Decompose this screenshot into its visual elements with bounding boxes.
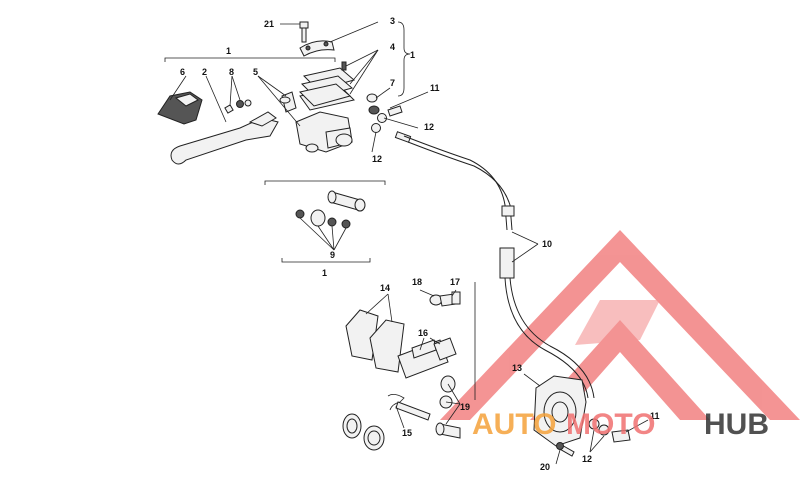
bleed-nipple bbox=[366, 93, 380, 115]
bolt-washer-set bbox=[224, 99, 252, 114]
brake-hose-upper-a bbox=[403, 135, 508, 231]
label-1-right: 1 bbox=[410, 50, 415, 60]
label-12-below: 12 bbox=[372, 154, 382, 164]
label-1-top: 1 bbox=[226, 46, 231, 56]
label-10: 10 bbox=[542, 239, 552, 249]
label-5: 5 bbox=[253, 67, 258, 77]
caliper-pin-and-clip bbox=[387, 394, 431, 421]
label-21: 21 bbox=[264, 19, 274, 29]
label-12-right: 12 bbox=[424, 122, 434, 132]
bleeder-screw-caliper bbox=[429, 291, 461, 307]
label-19: 19 bbox=[460, 402, 470, 412]
group-bracket-bottom bbox=[281, 258, 371, 263]
brake-caliper bbox=[533, 375, 587, 447]
reservoir-cover-stack bbox=[299, 67, 356, 107]
cover-screw bbox=[341, 61, 347, 71]
label-18: 18 bbox=[412, 277, 422, 287]
watermark-hub: HUB bbox=[704, 408, 769, 441]
label-16: 16 bbox=[418, 328, 428, 338]
hose-sleeve bbox=[499, 247, 515, 279]
label-7: 7 bbox=[390, 78, 395, 88]
brake-hose-lower-b bbox=[509, 277, 595, 399]
clamp-bolt bbox=[299, 21, 309, 43]
watermark-logo bbox=[440, 230, 800, 420]
watermark-moto: MOTO bbox=[566, 408, 655, 441]
leader-lines bbox=[169, 21, 649, 465]
slider-pins bbox=[435, 375, 461, 439]
label-11-bottom: 11 bbox=[650, 411, 660, 421]
watermark-text: AUTO MOTO HUB bbox=[472, 408, 769, 441]
label-9: 9 bbox=[330, 250, 335, 260]
label-11-top: 11 bbox=[430, 83, 440, 93]
pad-spring bbox=[397, 339, 449, 379]
piston-kit bbox=[295, 190, 366, 229]
group-bracket-middle bbox=[264, 180, 386, 185]
brace-right bbox=[397, 21, 411, 97]
label-12-bottom: 12 bbox=[582, 454, 592, 464]
label-15: 15 bbox=[402, 428, 412, 438]
pivot-pin bbox=[279, 91, 297, 113]
label-1-bottom: 1 bbox=[322, 268, 327, 278]
label-14: 14 bbox=[380, 283, 390, 293]
label-8: 8 bbox=[229, 67, 234, 77]
mounting-bolt bbox=[556, 442, 575, 457]
lever-cover bbox=[157, 91, 203, 125]
hose-fittings-bottom bbox=[588, 418, 631, 443]
caliper-pistons bbox=[342, 413, 385, 451]
group-bracket-top bbox=[164, 57, 336, 62]
brake-pads bbox=[345, 309, 405, 373]
label-3: 3 bbox=[390, 16, 395, 26]
brake-hose-upper-b bbox=[407, 141, 513, 231]
callout-labels: 21 3 4 1 1 6 2 8 5 7 11 12 12 10 9 1 18 … bbox=[180, 16, 660, 472]
label-2: 2 bbox=[202, 67, 207, 77]
reservoir-clamp bbox=[299, 40, 335, 57]
watermark-auto: AUTO bbox=[472, 408, 556, 441]
hose-grommet bbox=[501, 205, 515, 217]
label-13: 13 bbox=[512, 363, 522, 373]
label-4: 4 bbox=[390, 42, 395, 52]
label-20: 20 bbox=[540, 462, 550, 472]
brake-lever bbox=[170, 111, 279, 165]
label-6: 6 bbox=[180, 67, 185, 77]
label-17: 17 bbox=[450, 277, 460, 287]
